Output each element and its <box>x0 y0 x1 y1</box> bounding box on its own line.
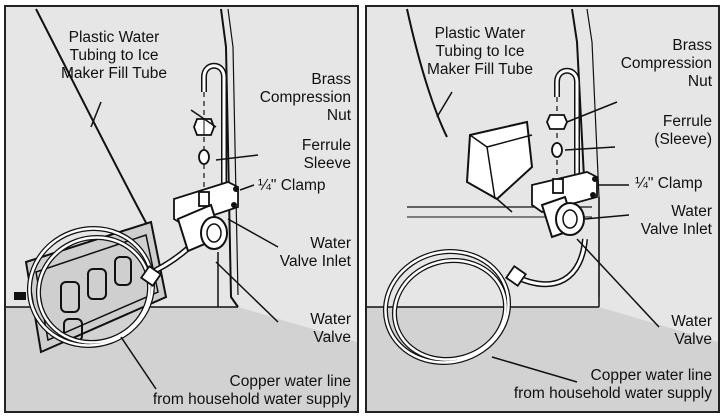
valve-inlet-port <box>200 216 228 250</box>
label-copper-line: Copper water line from household water s… <box>152 373 351 408</box>
leader-lines <box>90 101 279 390</box>
label-brass-nut: Brass Compression Nut <box>259 71 351 124</box>
brass-compression-nut <box>546 114 568 130</box>
label-ferrule: Ferrule (Sleeve) <box>654 113 712 148</box>
label-valve-inlet: Water Valve Inlet <box>640 203 712 238</box>
installation-diagram-left: Plastic Water Tubing to Ice Maker Fill T… <box>4 5 359 413</box>
label-water-valve: Water Valve <box>310 311 351 346</box>
label-ferrule: Ferrule Sleeve <box>301 137 351 172</box>
compressor-grille <box>24 220 168 354</box>
cabinet-back-edge <box>35 8 157 248</box>
label-brass-nut: Brass Compression Nut <box>620 37 712 90</box>
valve-inlet-port <box>555 202 585 236</box>
control-box <box>465 120 534 201</box>
label-clamp: ¼" Clamp <box>635 175 703 192</box>
label-valve-inlet: Water Valve Inlet <box>279 235 351 270</box>
leader-lines <box>436 91 660 383</box>
cabinet-side <box>220 8 239 308</box>
cabinet-back-edge <box>406 8 448 138</box>
installation-diagram-right: Plastic Water Tubing to Ice Maker Fill T… <box>365 5 720 413</box>
ferrule-sleeve <box>551 142 563 158</box>
label-plastic-tubing: Plastic Water Tubing to Ice Maker Fill T… <box>61 29 167 82</box>
diagram-illustration-left <box>6 8 357 411</box>
label-plastic-tubing: Plastic Water Tubing to Ice Maker Fill T… <box>427 25 533 78</box>
label-copper-line: Copper water line from household water s… <box>513 367 712 402</box>
ferrule-sleeve <box>198 149 210 165</box>
label-clamp: ¼" Clamp <box>258 177 326 194</box>
cabinet-side <box>571 8 586 198</box>
diagram-illustration-right <box>367 8 718 411</box>
label-water-valve: Water Valve <box>671 313 712 348</box>
floor-area <box>367 307 718 411</box>
floor-area <box>6 307 357 411</box>
